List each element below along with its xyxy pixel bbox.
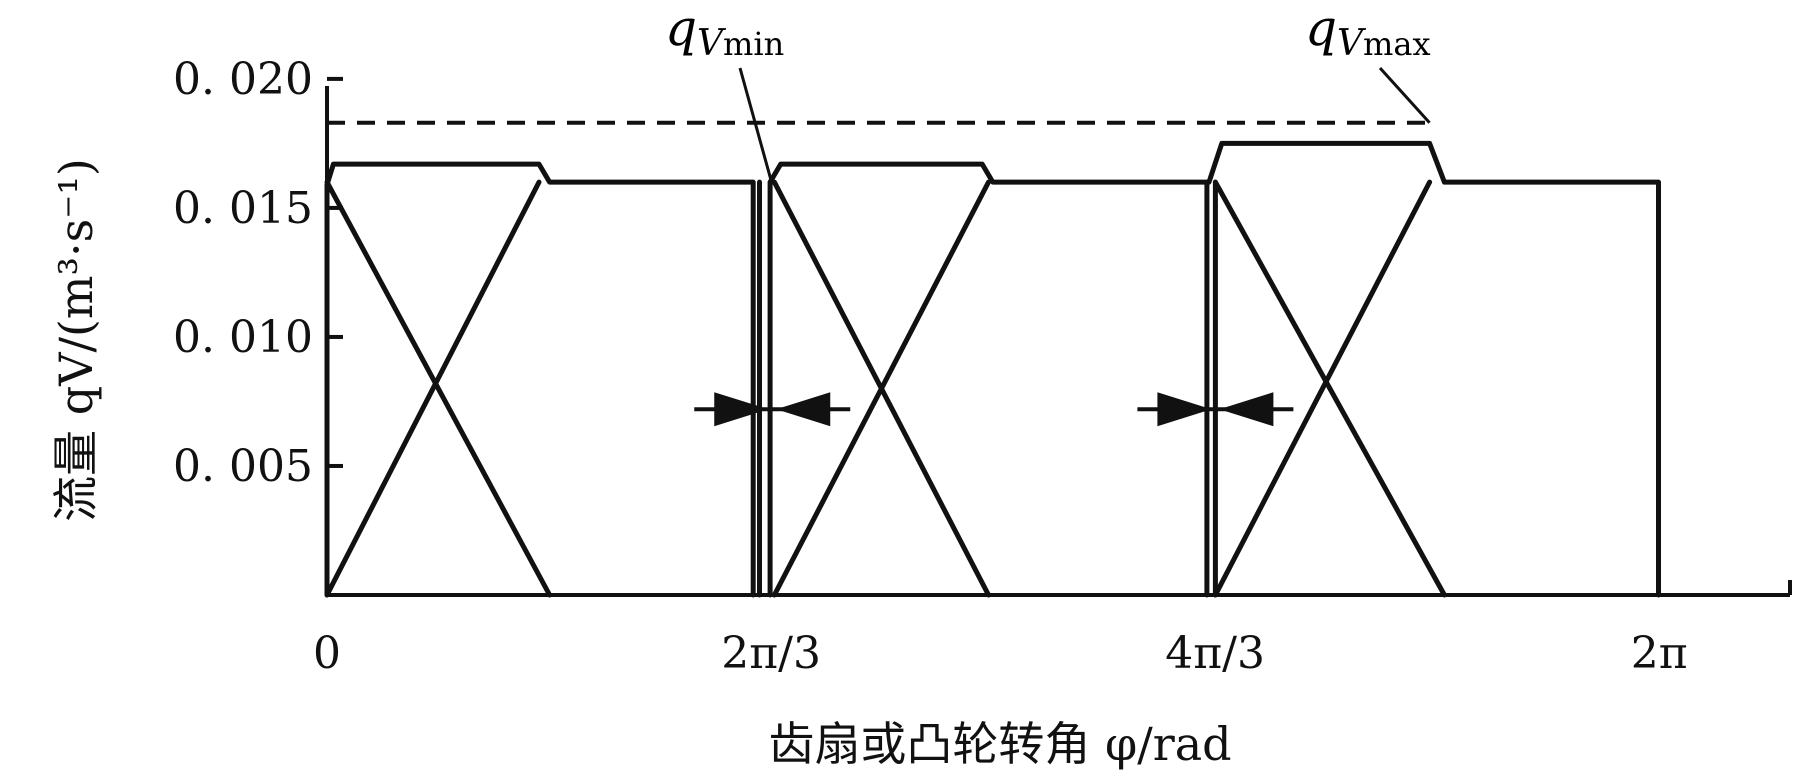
x-tick-label: 2π	[1631, 628, 1688, 679]
y-ticks: 0. 005 0. 010 0. 015 0. 020	[173, 54, 343, 492]
flow-curve-segment	[1206, 140, 1661, 598]
flow-curve-segment	[771, 179, 991, 598]
flow-curve-segment	[1212, 179, 1447, 598]
flow-curve-segment	[324, 179, 553, 598]
y-tick-label: 0. 015	[173, 183, 313, 234]
flow-curve-segment	[1212, 179, 1433, 598]
axes	[325, 86, 1792, 597]
gap-marker-arrow-left	[776, 392, 831, 427]
y-tick-label: 0. 005	[173, 441, 313, 492]
y-tick-label: 0. 020	[173, 54, 313, 105]
annotation-leader-line	[1378, 66, 1431, 124]
annotations: qVmin qVmax	[665, 0, 1431, 186]
flow-curve-segment	[324, 179, 542, 598]
gap-marker-arrow-left	[1219, 392, 1274, 427]
gap-marker-arrow-right	[714, 392, 769, 427]
x-ticks: 0 2π/3 4π/3 2π	[313, 628, 1688, 679]
x-tick-label: 0	[313, 628, 341, 679]
flow-curve-segment	[767, 161, 1210, 598]
flow-curves	[324, 140, 1661, 598]
x-tick-label: 2π/3	[721, 628, 821, 679]
y-tick-label: 0. 010	[173, 312, 313, 363]
x-axis-title: 齿扇或凸轮转角 φ/rad	[768, 717, 1231, 771]
annotation-qvmax: qVmax	[1305, 0, 1430, 64]
annotation-leader-line	[738, 67, 774, 186]
annotation-qvmin: qVmin	[665, 0, 784, 64]
flow-curve-segment	[324, 161, 756, 598]
x-tick-label: 4π/3	[1165, 628, 1265, 679]
y-axis-title: 流量 qV/(m³·s⁻¹)	[49, 158, 103, 522]
gap-marker-arrow-right	[1157, 392, 1212, 427]
gap-markers	[694, 392, 1294, 427]
